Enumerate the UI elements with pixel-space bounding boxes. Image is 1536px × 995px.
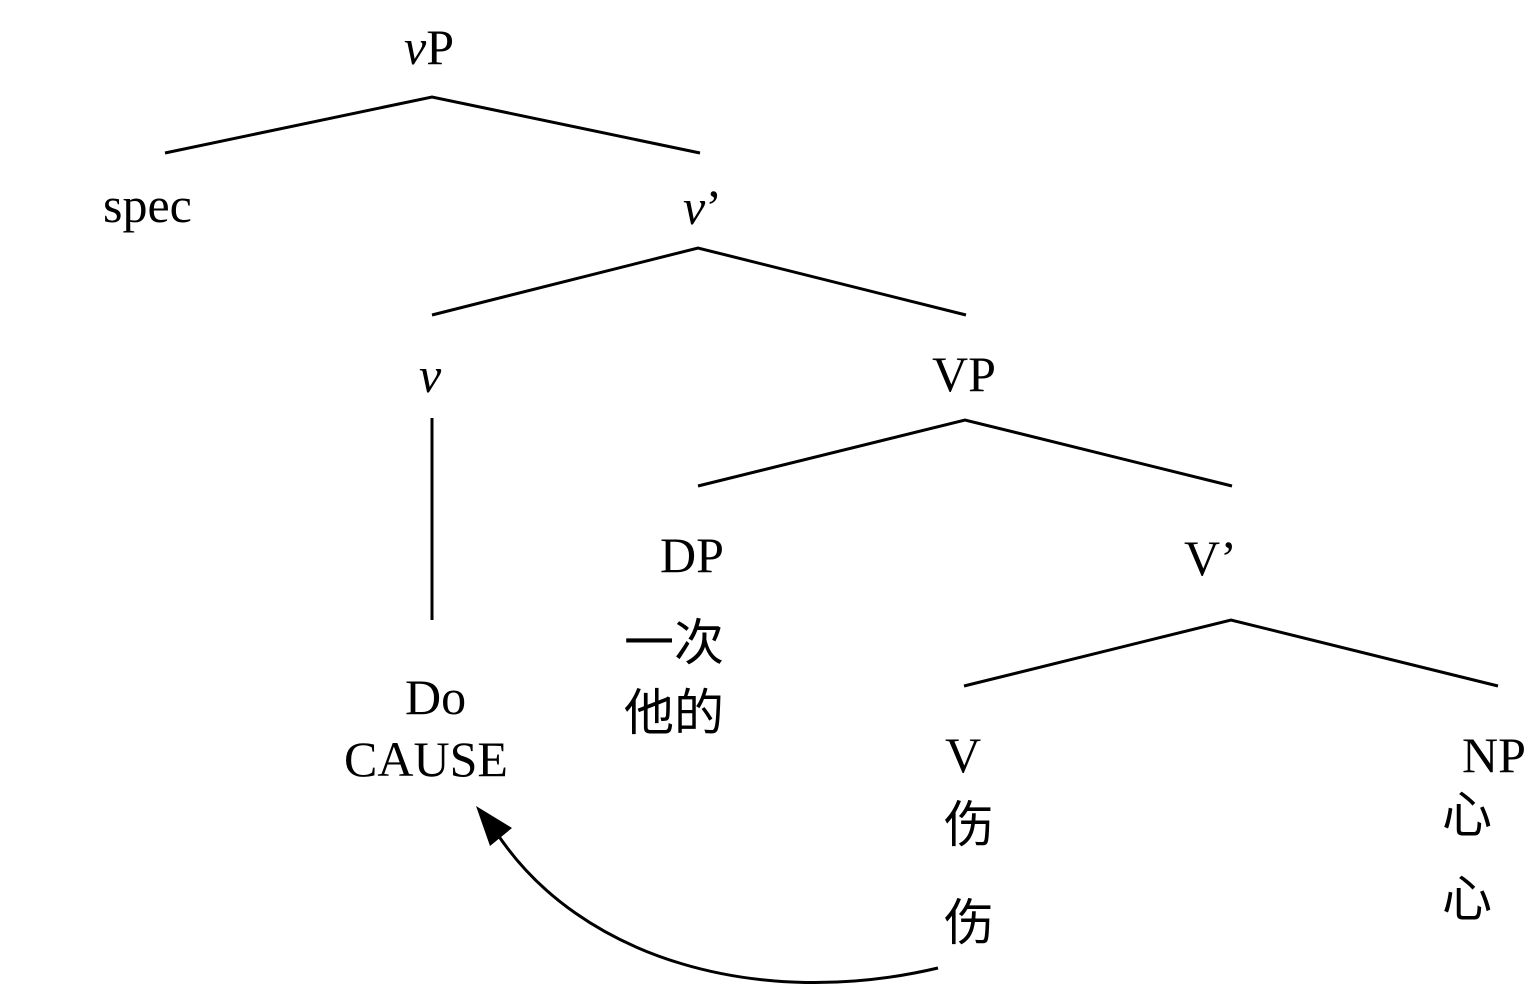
node-vP: νP xyxy=(404,22,454,72)
node-vP-head: ν xyxy=(404,19,427,75)
node-VP: VP xyxy=(932,346,996,402)
node-v-head: ν xyxy=(419,347,442,403)
np-word-1: 心 xyxy=(1442,786,1492,844)
v-word-1: 伤 xyxy=(944,796,994,854)
v-word-2: 伤 xyxy=(944,894,994,952)
node-v-bar: ν’ xyxy=(683,182,722,232)
node-v-bar-head: ν xyxy=(683,179,706,235)
node-NP: NP xyxy=(1462,727,1526,783)
dp-word-1: 一次 xyxy=(624,614,724,672)
node-spec: spec xyxy=(103,177,192,233)
movement-arrow xyxy=(494,831,939,984)
node-DP: DP xyxy=(660,527,724,583)
dp-word-2: 他的 xyxy=(624,684,724,742)
edge-VP xyxy=(697,418,1233,488)
head-word-do: Do xyxy=(405,669,467,725)
node-v-bar-prime: ’ xyxy=(705,179,722,235)
node-vP-suffix: P xyxy=(426,19,455,75)
arrowhead xyxy=(476,806,512,846)
edge-v-bar xyxy=(431,246,967,317)
head-word-cause: CAUSE xyxy=(344,731,508,787)
np-word-2: 心 xyxy=(1442,870,1492,928)
edge-vP xyxy=(164,95,701,155)
edge-V-bar xyxy=(963,618,1499,688)
node-V: V xyxy=(945,727,982,783)
node-V-bar: V’ xyxy=(1184,530,1237,586)
